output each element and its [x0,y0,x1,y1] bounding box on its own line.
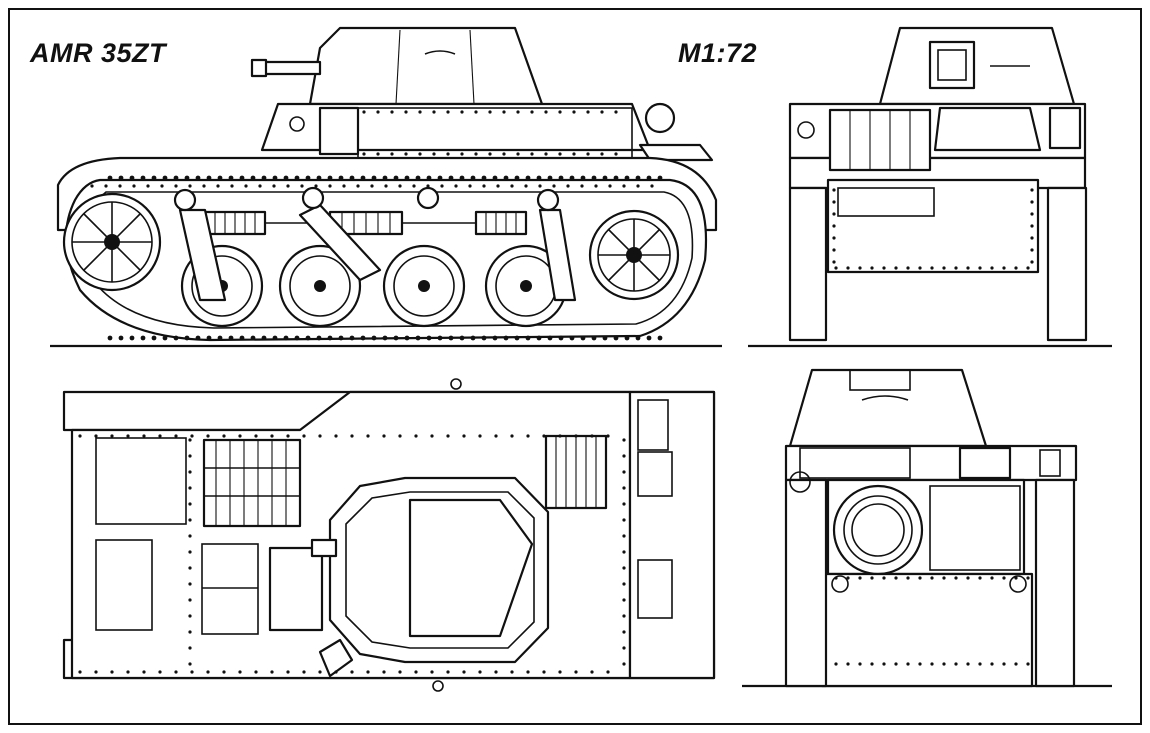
side-exhaust [644,102,676,134]
top-front-grille [544,434,608,510]
rear-turret [788,368,988,448]
rear-lower-hull [820,572,1034,688]
side-return-roller [173,188,197,212]
top-turret-hatch [408,498,534,638]
top-gun-mantlet [310,538,338,558]
front-left-track [788,186,828,342]
side-drive-sprocket [62,192,162,292]
rear-right-track [1034,478,1076,688]
front-right-track [1046,186,1088,342]
top-engine-hatch [95,437,187,525]
scale-label: M1:72 [678,38,758,68]
rivet-detail [78,110,1034,674]
top-engine-grille [202,438,302,528]
rear-deck [784,444,1078,482]
rear-access-door [832,484,924,576]
top-view [62,378,716,692]
side-gun [260,60,322,76]
front-glacis-plate [826,178,1040,274]
vehicle-designation: AMR 35ZT [30,38,167,68]
rear-view [742,368,1112,688]
side-view [50,26,722,348]
side-suspension [178,203,577,302]
front-view [748,26,1112,348]
rear-left-track [784,478,828,688]
front-vision-hatch [928,40,976,90]
side-idler-wheel [588,209,680,301]
top-front-plate [628,390,716,680]
front-turret [878,26,1076,106]
side-turret [308,26,544,106]
